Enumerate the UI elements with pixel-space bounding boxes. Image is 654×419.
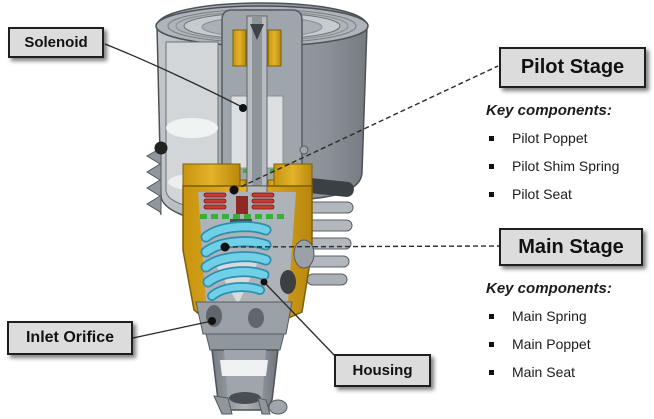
main-components-list: Key components: Main Spring Main Poppet … [486,280,654,386]
pilot-component-label: Pilot Shim Spring [512,158,620,174]
pilot-shim-spring [203,192,275,210]
bullet-icon [489,135,494,141]
bullet-icon [489,191,494,197]
leader-line-main-stage [224,245,500,248]
port-hole [280,270,296,294]
list-item: Pilot Seat [486,180,654,208]
main-component-label: Main Poppet [512,336,591,352]
left-thread [146,147,162,216]
pilot-seat [200,214,284,219]
bullet-icon [489,369,494,375]
inlet-orifice-label: Inlet Orifice [7,321,133,355]
main-component-label: Main Seat [512,364,576,380]
stem-highlight-band [220,360,268,376]
pilot-component-label: Pilot Poppet [512,130,588,146]
pilot-components-list: Key components: Pilot Poppet Pilot Shim … [486,102,654,208]
side-ball-detail [154,141,168,155]
list-item: Main Spring [486,302,654,330]
list-item: Pilot Shim Spring [486,152,654,180]
leader-line-solenoid [104,43,243,108]
main-stage-label-text: Main Stage [518,235,624,258]
solenoid-armature [221,9,309,225]
main-component-label: Main Spring [512,308,587,324]
housing-label-text: Housing [352,362,413,379]
leader-dot-housing [260,278,268,286]
list-item: Main Seat [486,358,654,386]
pilot-poppet [236,196,248,214]
pilot-component-label: Pilot Seat [512,186,572,202]
pilot-components-heading: Key components: [486,102,612,119]
main-spring-coil [200,221,272,304]
bullet-icon [489,163,494,169]
leader-dot-solenoid [239,104,247,112]
main-stage-label: Main Stage [499,228,643,266]
leader-line-housing [263,281,337,358]
list-item: Main Poppet [486,330,654,358]
inlet-stem [205,333,288,415]
housing-label: Housing [334,354,431,387]
leader-line-pilot-stage [233,65,499,191]
leader-line-inlet-orifice [132,320,213,339]
leader-dot-pilot-stage [229,185,239,195]
leader-dot-main-stage [220,242,230,252]
pilot-stage-label-text: Pilot Stage [520,56,625,78]
leader-dot-inlet-orifice [208,317,216,325]
side-port [293,239,315,269]
main-components-heading: Key components: [486,280,612,297]
solenoid-label: Solenoid [8,27,104,58]
inlet-orifice-hole [229,392,261,404]
pilot-stage-label: Pilot Stage [499,47,646,88]
leader-dots [208,104,268,325]
leader-lines [104,43,500,358]
bullet-icon [489,341,494,347]
solenoid-label-text: Solenoid [24,34,88,51]
bullet-icon [489,313,494,319]
o-ring [303,178,354,197]
list-item: Pilot Poppet [486,124,654,152]
inlet-orifice-label-text: Inlet Orifice [25,329,115,346]
